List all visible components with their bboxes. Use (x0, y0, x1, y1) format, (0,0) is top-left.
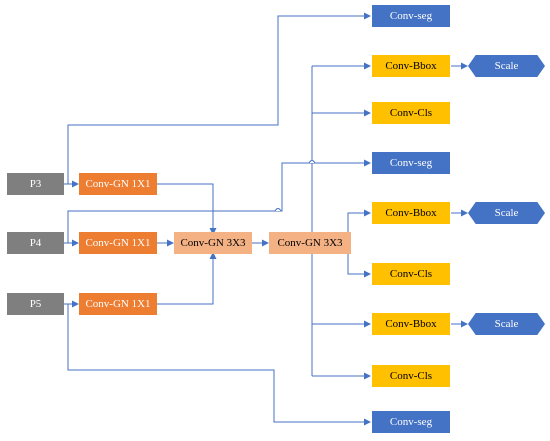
scale-2: Scale (468, 202, 545, 224)
conv-seg-top: Conv-seg (372, 5, 450, 27)
conv-gn-1x1-p5: Conv-GN 1X1 (79, 293, 157, 315)
conv-gn-1x1-p4: Conv-GN 1X1 (79, 232, 157, 254)
conv-gn-1x1-p3: Conv-GN 1X1 (79, 173, 157, 195)
arrow-group2-cls2 (347, 243, 371, 278)
line-hop-2 (274, 208, 282, 212)
input-p4: P4 (7, 232, 64, 254)
conv-bbox-3: Conv-Bbox (372, 313, 450, 335)
arrow-p5-seg-bot (67, 304, 371, 426)
conv-gn-3x3-first: Conv-GN 3X3 (174, 232, 252, 254)
conv-gn-3x3-second: Conv-GN 3X3 (269, 232, 351, 254)
conv-cls-1: Conv-Cls (372, 102, 450, 124)
scale-3: Scale (468, 313, 545, 335)
arrow-conv3x3-group2 (347, 209, 371, 244)
conv-cls-2: Conv-Cls (372, 263, 450, 285)
line-hop-1 (308, 160, 316, 164)
conv-seg-mid: Conv-seg (372, 152, 450, 174)
conv-bbox-2: Conv-Bbox (372, 202, 450, 224)
scale-1: Scale (468, 55, 545, 77)
arrow-conv1x1a-conv3x3 (157, 183, 217, 235)
arrow-conv1x1c-conv3x3 (157, 252, 217, 305)
conv-seg-bottom: Conv-seg (372, 411, 450, 433)
arrow-p3-seg-top (67, 12, 371, 184)
input-p3: P3 (7, 173, 64, 195)
conv-cls-3: Conv-Cls (372, 365, 450, 387)
input-p5: P5 (7, 293, 64, 315)
conv-bbox-1: Conv-Bbox (372, 55, 450, 77)
